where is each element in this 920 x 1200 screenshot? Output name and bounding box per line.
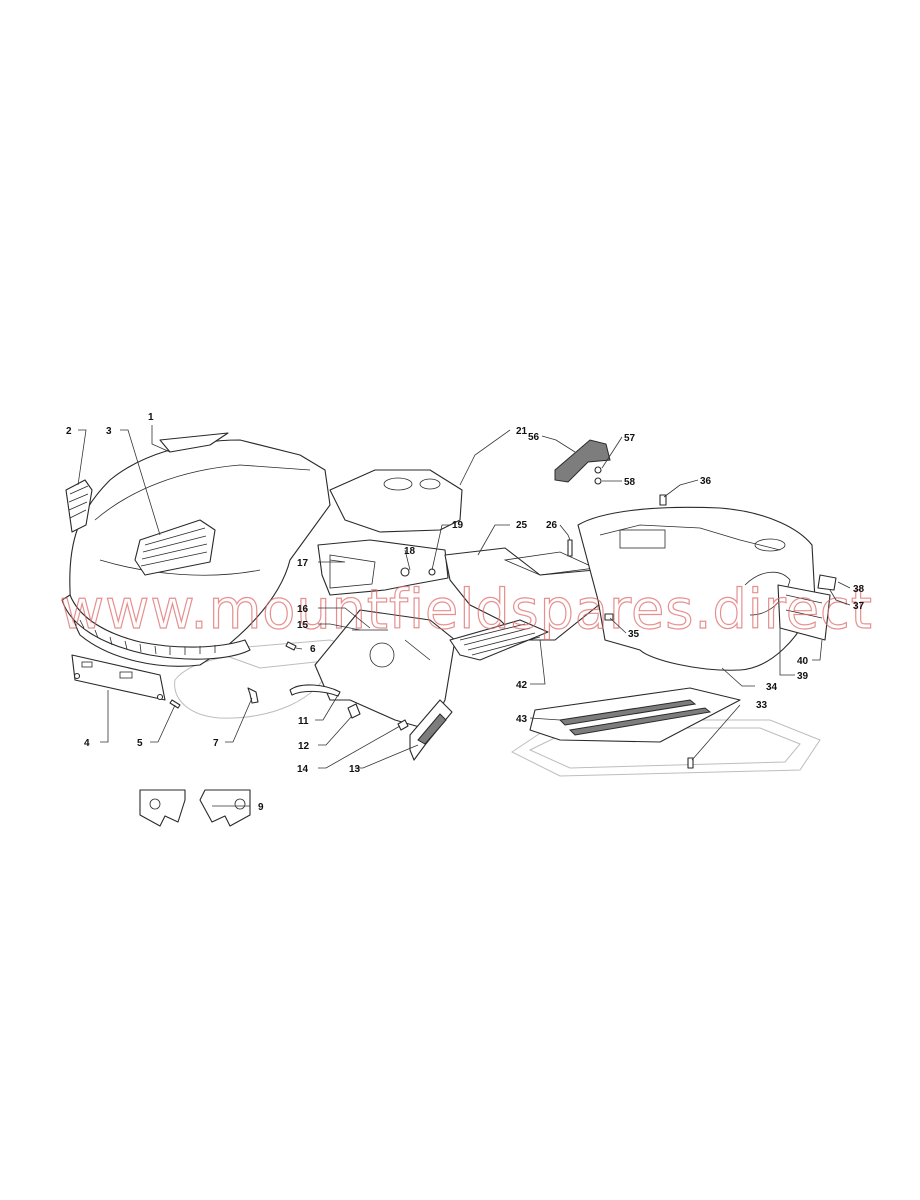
- front-small-parts: [71, 641, 297, 827]
- callout-9: 9: [258, 802, 264, 813]
- watermark-text: www.mountfieldspares.direct: [60, 578, 873, 641]
- center-body-assembly: [444, 539, 606, 661]
- callout-57: 57: [624, 433, 636, 444]
- callout-19: 19: [452, 520, 464, 531]
- callout-2: 2: [66, 426, 72, 437]
- callout-12: 12: [298, 741, 310, 752]
- callout-25: 25: [516, 520, 528, 531]
- callout-36: 36: [700, 476, 712, 487]
- handle-assembly: [554, 439, 611, 485]
- callout-38: 38: [853, 584, 865, 595]
- callout-34: 34: [766, 682, 778, 693]
- screw-14: [397, 719, 409, 731]
- bonnet-top-strip: [159, 432, 229, 453]
- lever-11: [289, 684, 341, 697]
- screw-7: [247, 687, 259, 704]
- callout-37: 37: [853, 601, 865, 612]
- dash-cover: [329, 469, 463, 533]
- clip-12: [347, 703, 361, 719]
- seal-left: [139, 789, 186, 827]
- callout-14: 14: [297, 764, 309, 775]
- bonnet-assembly: [61, 432, 331, 667]
- callout-11: 11: [298, 716, 309, 727]
- callout-4: 4: [84, 738, 90, 749]
- callout-35: 35: [628, 629, 640, 640]
- callout-21: 21: [516, 426, 528, 437]
- callout-labels: 1 2 3 4 5 6 7 9 11 12 13 14 15 16 17 18 …: [66, 412, 865, 813]
- mounting-bracket: [71, 654, 166, 701]
- bolt-26: [567, 539, 573, 557]
- callout-26: 26: [546, 520, 558, 531]
- callout-43: 43: [516, 714, 528, 725]
- callout-33: 33: [756, 700, 768, 711]
- rear-fender-assembly: [577, 494, 837, 671]
- callout-1: 1: [148, 412, 154, 423]
- callout-39: 39: [797, 671, 809, 682]
- seal-right: [199, 789, 251, 827]
- callout-40: 40: [797, 656, 809, 667]
- foot-mat-ribs: [558, 699, 712, 736]
- steering-cover-assembly: [289, 609, 456, 761]
- mat-ribs: [459, 623, 541, 656]
- callout-5: 5: [137, 738, 143, 749]
- dash-panel: [317, 539, 449, 596]
- callout-58: 58: [624, 477, 636, 488]
- center-tunnel: [444, 547, 606, 641]
- screw-5: [169, 699, 181, 709]
- callout-18: 18: [404, 546, 416, 557]
- leader-lines: [77, 425, 851, 807]
- callout-13: 13: [349, 764, 361, 775]
- clip-37-38: [817, 574, 837, 591]
- callout-16: 16: [297, 604, 309, 615]
- callout-17: 17: [297, 558, 309, 569]
- bonnet-vent-insert: [134, 519, 216, 576]
- screw-36: [659, 494, 667, 506]
- callout-3: 3: [106, 426, 112, 437]
- callout-15: 15: [297, 620, 309, 631]
- screw-33: [687, 757, 694, 769]
- bracket-39-40: [777, 584, 831, 641]
- callout-56: 56: [528, 432, 540, 443]
- bumper-teeth: [79, 619, 216, 655]
- screw-6: [285, 641, 297, 651]
- dashboard-assembly: [317, 469, 463, 596]
- foot-mat-assembly: [529, 687, 741, 769]
- callout-42: 42: [516, 680, 528, 691]
- grab-handle: [554, 439, 611, 483]
- callout-6: 6: [310, 644, 316, 655]
- callout-7: 7: [213, 738, 219, 749]
